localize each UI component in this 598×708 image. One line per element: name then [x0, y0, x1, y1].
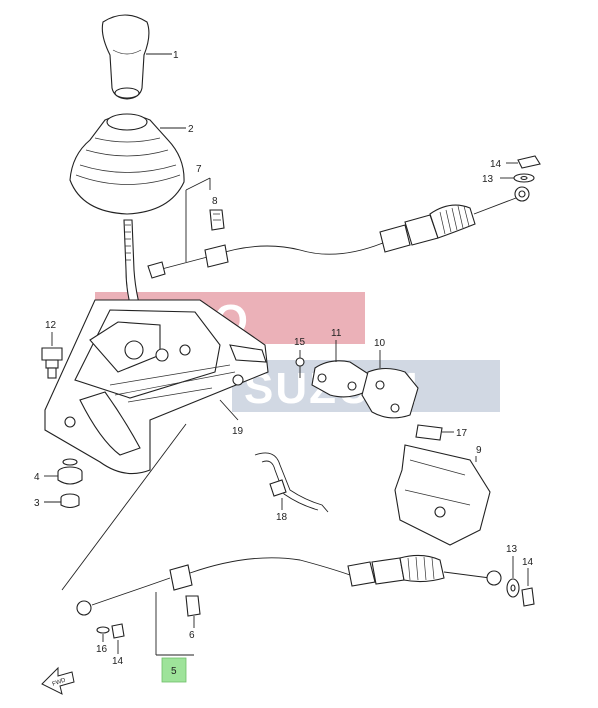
clip-14-upper: [506, 155, 541, 169]
callout-11: 11: [331, 328, 342, 339]
callout-4: 4: [34, 472, 40, 483]
callout-14c: 14: [522, 557, 534, 568]
clip-14-lower-right: [521, 568, 535, 607]
callout-7: 7: [196, 164, 202, 175]
shift-knob: [101, 14, 172, 100]
leader-line: [61, 423, 187, 591]
bracket-11: [311, 340, 371, 398]
front-marker-text: FWD: [52, 677, 68, 688]
bolt-12: [41, 332, 63, 379]
callout-6: 6: [189, 630, 195, 641]
callout-5: 5: [171, 666, 177, 677]
callout-1: 1: [173, 50, 179, 61]
callout-13b: 13: [506, 544, 518, 555]
callout-2: 2: [188, 124, 194, 135]
clip-6: [185, 595, 201, 628]
bracket-10: [361, 350, 419, 419]
callout-18: 18: [276, 512, 288, 523]
callout-16: 16: [96, 644, 108, 655]
clip-14-lower-left: [111, 623, 125, 654]
callout-15: 15: [294, 337, 306, 348]
shift-cable-upper: [147, 177, 530, 279]
clip-17: [415, 424, 454, 441]
callout-3: 3: [34, 498, 40, 509]
wire-clip-18: [254, 452, 329, 513]
callout-9: 9: [476, 445, 482, 456]
shift-cable-lower: [76, 554, 502, 656]
callout-17: 17: [456, 428, 468, 439]
clip-8: [209, 209, 225, 231]
callout-14a: 14: [490, 159, 502, 170]
cable-bracket-9: [394, 444, 491, 546]
washer-16: [96, 626, 110, 642]
collar-3: [44, 493, 80, 509]
callout-13a: 13: [482, 174, 494, 185]
washer-13-upper: [500, 173, 535, 183]
bushing-4: [44, 458, 83, 485]
shift-boot: [69, 113, 186, 215]
callout-14b: 14: [112, 656, 124, 667]
lever-bracket: [44, 299, 269, 475]
callout-10: 10: [374, 338, 386, 349]
callout-12: 12: [45, 320, 57, 331]
washer-13-lower: [506, 556, 520, 598]
callout-8: 8: [212, 196, 218, 207]
callout-5-highlight: [161, 657, 187, 683]
front-arrow: FWD: [41, 666, 75, 695]
screw-15: [295, 350, 305, 378]
callout-19: 19: [232, 426, 244, 437]
